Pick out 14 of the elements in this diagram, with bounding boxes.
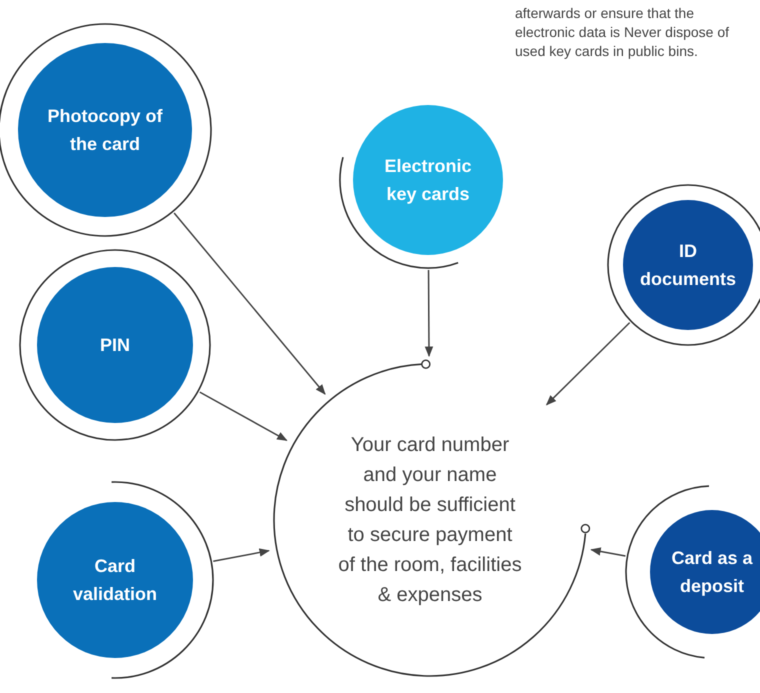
arrow [174,212,326,395]
topic-label: Electronic key cards [383,155,473,206]
arrow [213,548,270,562]
topic-label: ID documents [638,240,737,291]
arrow [590,547,626,557]
arrow [199,391,288,442]
arrow [546,322,630,406]
topic-label: Photocopy of the card [47,105,163,156]
arrow [424,270,434,358]
note-text: afterwards or ensure that the electronic data is Never dispose of used key cards in public bins. [515,4,730,61]
topic-label: Card validation [72,555,158,606]
center-text: Your card number and your name should be sufficient to secure payment of the room, facilities & expenses [338,433,522,608]
topic-label: Card as a deposit [670,547,754,598]
topic-label: PIN [100,334,130,357]
